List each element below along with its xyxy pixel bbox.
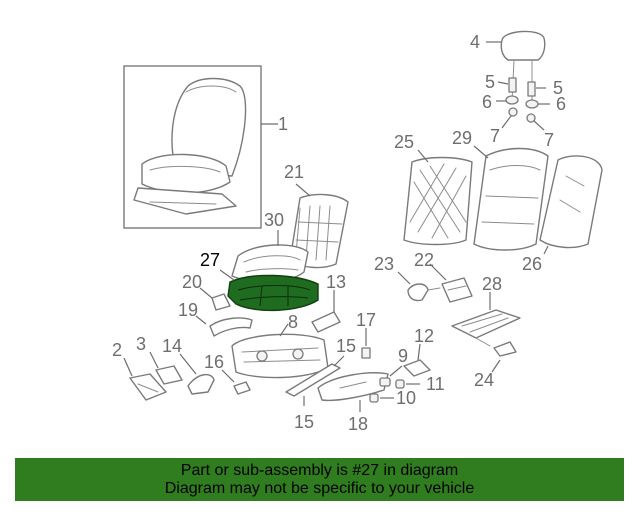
callout-2: 2: [112, 340, 122, 360]
callout-25: 25: [394, 132, 414, 152]
part-9-knob[interactable]: [379, 377, 391, 387]
part-12-label-plate[interactable]: [403, 359, 431, 377]
callout-1: 1: [278, 114, 288, 134]
callout-6b: 6: [556, 94, 566, 114]
part-25-seatback-pad[interactable]: [403, 156, 473, 246]
callout-30: 30: [264, 210, 284, 230]
callout-9: 9: [398, 346, 408, 366]
part-4-headrest[interactable]: [500, 30, 546, 103]
part-14-handle[interactable]: [187, 373, 215, 395]
notice-banner: Part or sub-assembly is #27 in diagram D…: [15, 458, 624, 501]
banner-line-2: Diagram may not be specific to your vehi…: [164, 479, 475, 497]
callout-14: 14: [162, 336, 182, 356]
seat-cushion-illustration: [141, 153, 231, 194]
callout-6a: 6: [482, 92, 492, 112]
callout-12: 12: [414, 326, 434, 346]
part-26-seatback-panel[interactable]: [539, 155, 603, 249]
part-1-complete-seat[interactable]: [123, 65, 262, 229]
part-30-cushion-cover[interactable]: [231, 244, 309, 283]
part-29-seatback-cover[interactable]: [473, 147, 549, 251]
seat-parts-diagram: 1 4 5 5 6 6 7 7 25: [112, 30, 603, 434]
part-16-bolt[interactable]: [233, 381, 251, 395]
callout-26: 26: [522, 254, 542, 274]
part-10-knob[interactable]: [369, 393, 379, 403]
callout-8: 8: [288, 312, 298, 332]
callout-28: 28: [482, 274, 502, 294]
callout-5b: 5: [553, 78, 563, 98]
part-5-guide[interactable]: [508, 77, 536, 97]
part-3-cover[interactable]: [155, 365, 183, 385]
callout-24: 24: [474, 370, 494, 390]
callout-15a: 15: [336, 336, 356, 356]
callout-11: 11: [426, 374, 445, 394]
callout-3: 3: [136, 334, 146, 354]
callout-16: 16: [204, 352, 224, 372]
banner-line-1: Part or sub-assembly is #27 in diagram: [180, 461, 459, 479]
part-17-switch[interactable]: [361, 347, 371, 359]
callout-7b: 7: [544, 130, 554, 150]
callout-23: 23: [374, 254, 394, 274]
seat-back-illustration: [171, 77, 247, 177]
callout-7a: 7: [490, 126, 500, 146]
part-2-side-panel[interactable]: [129, 373, 167, 401]
callout-18: 18: [348, 414, 368, 434]
part-27-cushion-pad-highlighted[interactable]: [227, 274, 319, 312]
part-23-harness[interactable]: [407, 283, 441, 302]
callout-19: 19: [178, 300, 198, 320]
callout-15b: 15: [294, 412, 314, 432]
part-15-rail[interactable]: [285, 363, 341, 397]
part-19-trim[interactable]: [209, 317, 253, 337]
callout-22: 22: [414, 250, 434, 270]
callout-5a: 5: [485, 72, 495, 92]
part-13-motor[interactable]: [311, 311, 341, 333]
part-22-module[interactable]: [441, 277, 473, 303]
callout-27: 27: [200, 250, 220, 270]
callout-21: 21: [284, 162, 304, 182]
part-24-cover[interactable]: [493, 341, 517, 357]
callout-29: 29: [452, 128, 472, 148]
callout-4: 4: [470, 32, 480, 52]
callout-20: 20: [182, 272, 202, 292]
callout-17: 17: [356, 310, 376, 330]
callout-13: 13: [326, 272, 346, 292]
callout-10: 10: [396, 388, 416, 408]
part-8-seat-track[interactable]: [231, 333, 329, 379]
part-7-clip[interactable]: [508, 107, 536, 123]
part-6-bushing[interactable]: [505, 95, 539, 109]
part-11-knob[interactable]: [395, 379, 405, 389]
part-28-heater-mat[interactable]: [451, 309, 521, 347]
part-20-bracket[interactable]: [211, 293, 231, 311]
